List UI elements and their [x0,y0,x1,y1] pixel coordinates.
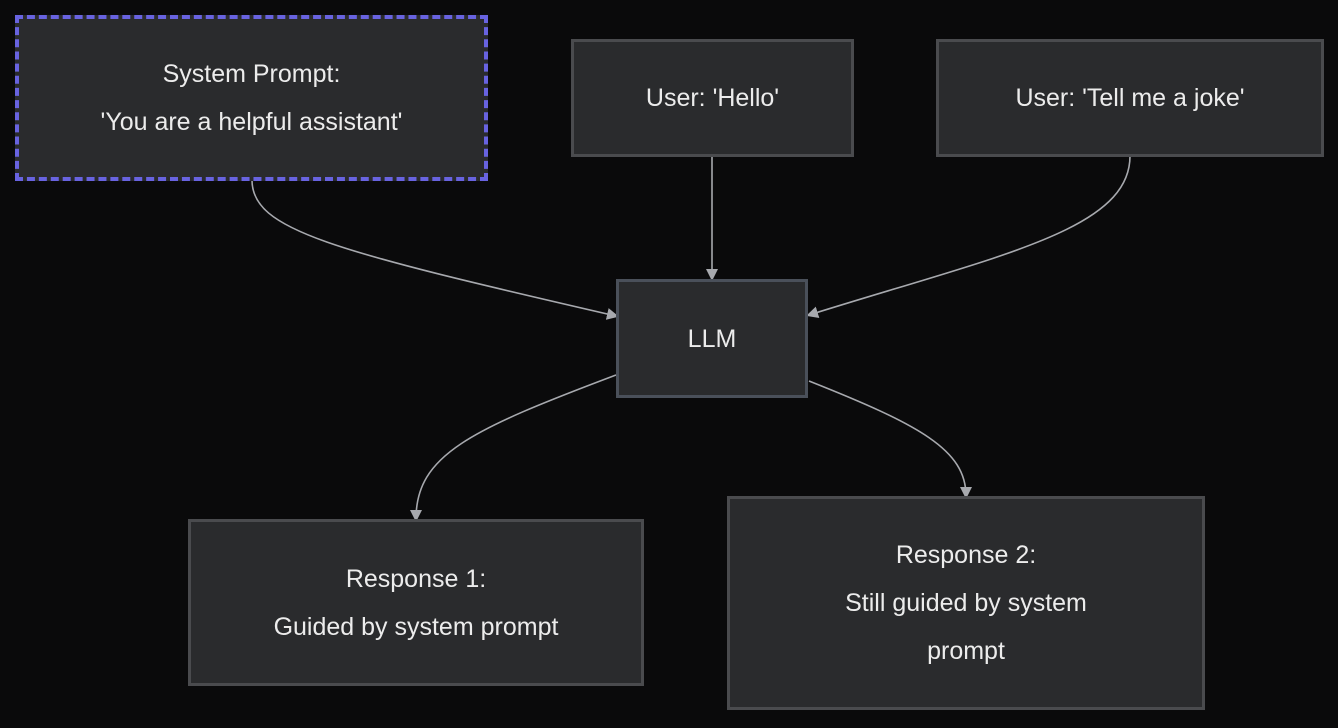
edge-system-prompt-to-llm [251,179,619,320]
user-hello-node: User: 'Hello' [571,39,854,157]
edge-llm-to-response-2 [808,380,972,499]
llm-node: LLM [616,279,808,398]
user-joke-label: User: 'Tell me a joke' [1015,84,1245,112]
system-prompt-line-2: 'You are a helpful assistant' [100,108,403,136]
response-1-line-2: Guided by system prompt [273,612,559,641]
edge-llm-to-response-1 [410,374,617,522]
user-hello-label: User: 'Hello' [645,84,780,112]
response-2-node: Response 2: Still guided by system promp… [727,496,1205,710]
response-1-node: Response 1: Guided by system prompt [188,519,644,686]
response-2-line-2: Still guided by system [845,589,1087,617]
response-2-line-3: prompt [927,637,1005,665]
llm-label: LLM [687,324,737,353]
edge-user-joke-to-llm [806,155,1131,319]
system-prompt-line-1: System Prompt: [162,60,341,88]
response-1-line-1: Response 1: [345,564,487,593]
user-joke-node: User: 'Tell me a joke' [936,39,1324,157]
response-2-line-1: Response 2: [895,541,1037,569]
system-prompt-node: System Prompt: 'You are a helpful assist… [15,15,488,181]
